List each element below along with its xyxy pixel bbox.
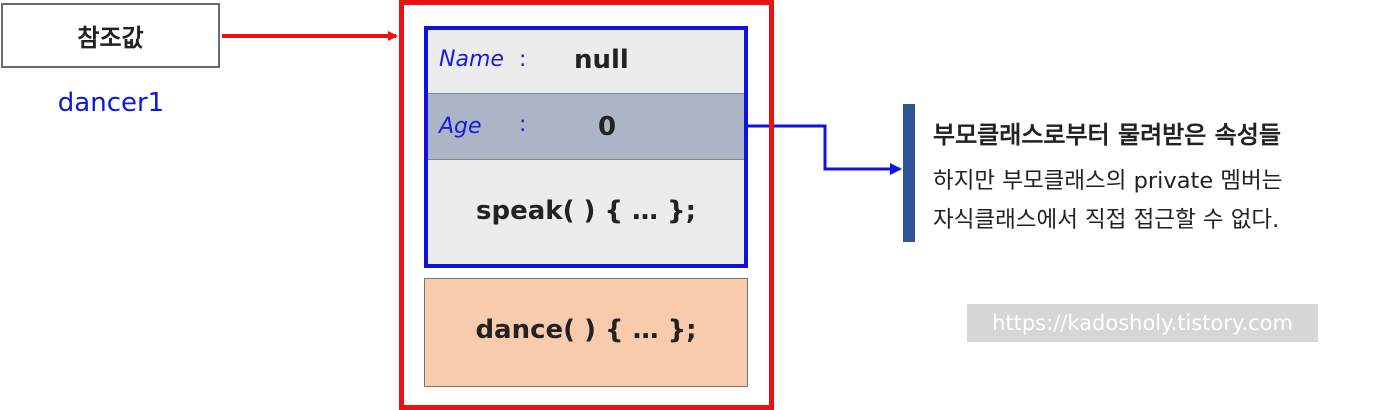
field-name-value: null [574,45,629,75]
field-name-label: Name [439,47,504,72]
field-row-age: Age : 0 [428,94,744,160]
watermark-text: https://kadosholy.tistory.com [992,311,1293,335]
parent-members-box: Name : null Age : 0 speak( ) { … }; [424,26,748,268]
description-title: 부모클래스로부터 물려받은 속성들 [933,121,1281,149]
method-dance: dance( ) { … }; [475,315,697,345]
reference-label: 참조값 [77,24,144,52]
watermark: https://kadosholy.tistory.com [967,304,1318,342]
method-row-speak: speak( ) { … }; [428,160,744,264]
method-speak: speak( ) { … }; [476,196,696,226]
child-method-box: dance( ) { … }; [424,278,748,387]
reference-box: 참조값 [1,3,220,68]
field-age-label: Age [439,114,482,139]
description-bar [903,104,915,242]
field-row-name: Name : null [428,30,744,94]
field-age-value: 0 [598,112,617,142]
object-box [399,0,774,410]
field-age-colon: : [519,112,527,137]
reference-variable: dancer1 [57,88,165,118]
description-line-2: 자식클래스에서 직접 접근할 수 없다. [933,207,1280,233]
description-line-1: 하지만 부모클래스의 private 멤버는 [933,168,1283,194]
field-name-colon: : [519,47,527,72]
inherited-arrow [748,124,902,175]
